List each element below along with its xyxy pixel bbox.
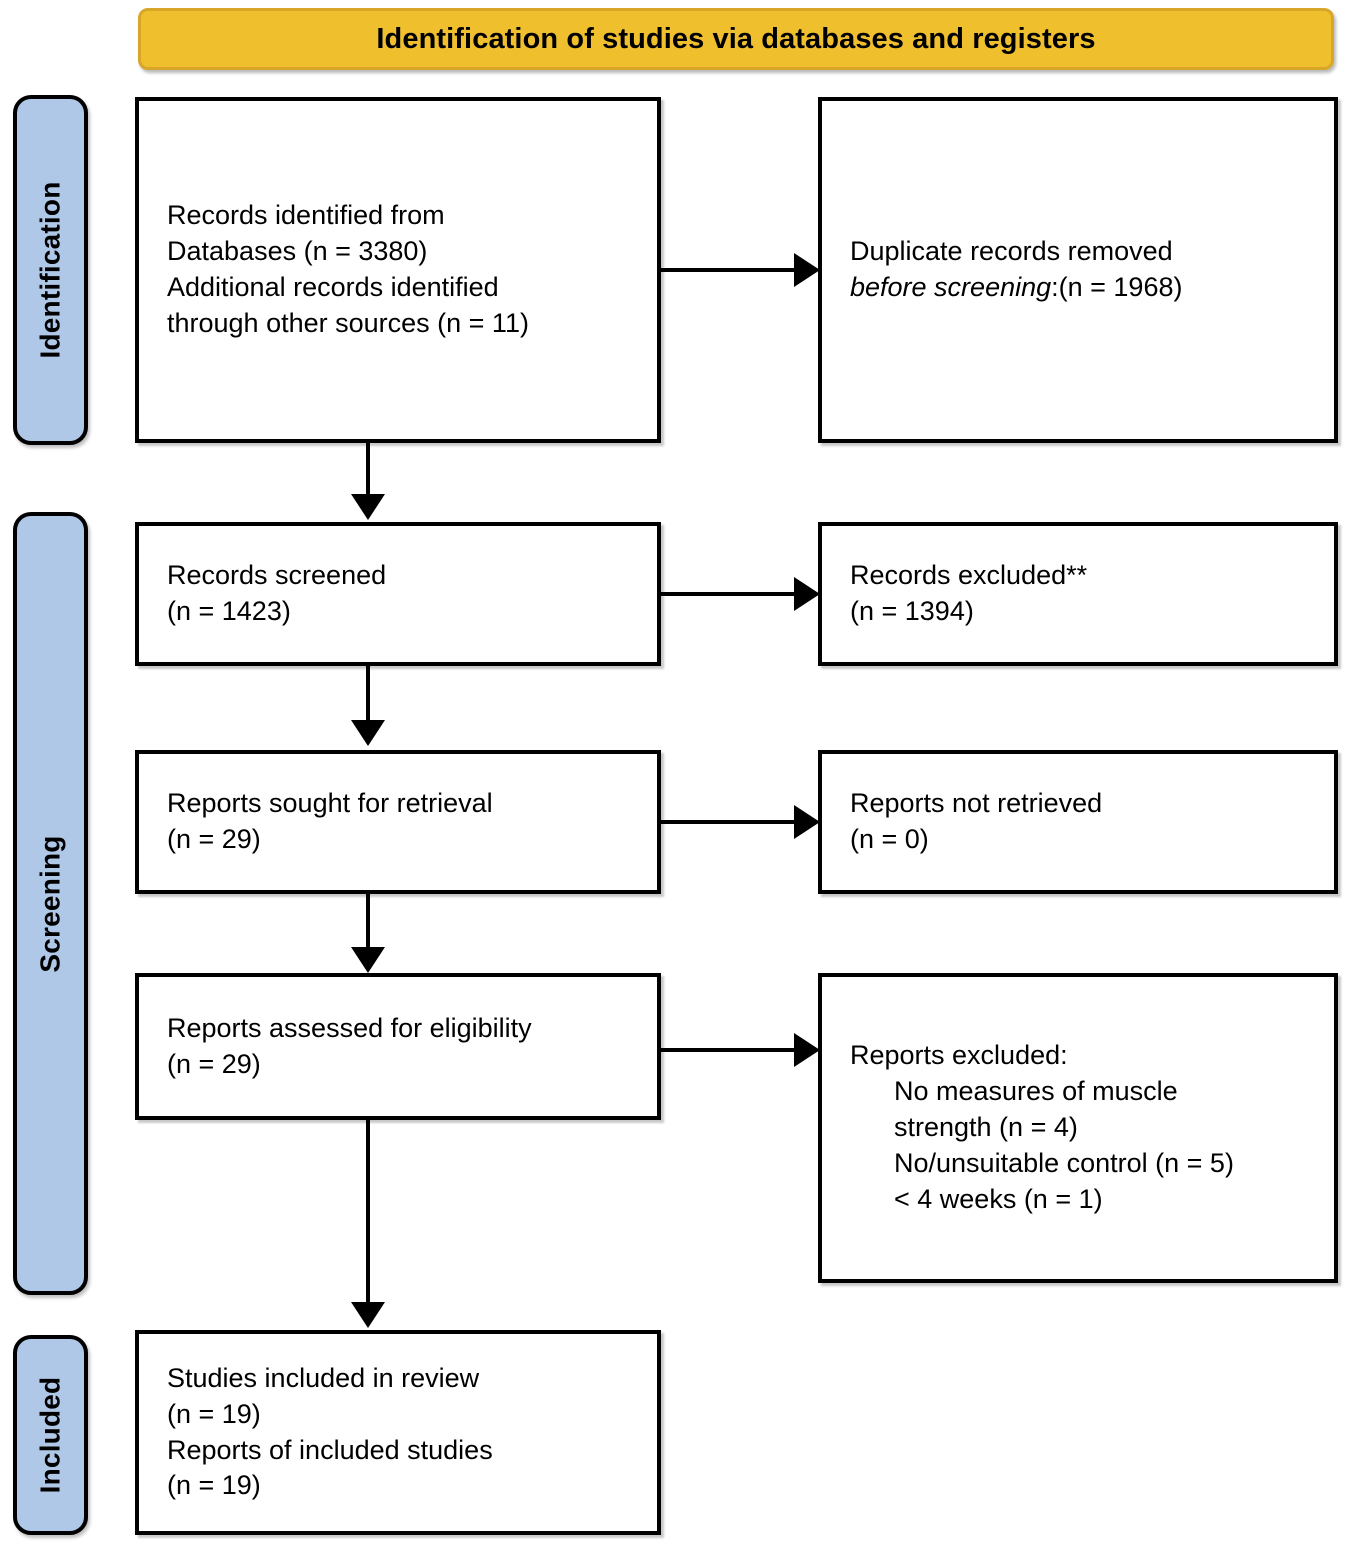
connector-assessed-to-included-line <box>366 1120 370 1305</box>
stage-label-identification: Identification <box>13 95 88 445</box>
reports-sought-line-2: (n = 29) <box>167 824 261 854</box>
records-identified-line-3: Additional records identified <box>167 272 499 302</box>
box-records-identified-text: Records identified from Databases (n = 3… <box>139 198 657 342</box>
box-reports-excluded-reasons: Reports excluded: No measures of muscle … <box>818 973 1338 1283</box>
records-identified-line-2: Databases (n = 3380) <box>167 236 428 267</box>
connector-sought-to-assessed-arrowhead <box>351 947 385 973</box>
reports-excluded-line-5: < 4 weeks (n = 1) <box>894 1183 1103 1214</box>
box-reports-not-retrieved: Reports not retrieved (n = 0) <box>818 750 1338 894</box>
diagram-title-banner: Identification of studies via databases … <box>138 8 1334 70</box>
connector-screened-to-excluded-line <box>661 592 798 596</box>
reports-excluded-line-1: Reports excluded: <box>850 1040 1068 1071</box>
connector-sought-to-assessed-line <box>366 894 370 950</box>
studies-included-line-1: Studies included in review <box>167 1362 480 1393</box>
records-identified-line-4: through other sources (n = 11) <box>167 307 529 338</box>
box-reports-assessed: Reports assessed for eligibility (n = 29… <box>135 973 661 1120</box>
stage-label-screening: Screening <box>13 512 88 1295</box>
reports-excluded-line-3: strength (n = 4) <box>894 1112 1078 1143</box>
reports-excluded-line-4: No/unsuitable control (n = 5) <box>894 1147 1234 1178</box>
box-reports-excluded-reasons-text: Reports excluded: No measures of muscle … <box>822 1038 1334 1218</box>
reports-not-retrieved-line-1: Reports not retrieved <box>850 788 1103 819</box>
stage-label-identification-text: Identification <box>34 181 66 359</box>
connector-screened-to-excluded-arrowhead <box>794 577 820 611</box>
box-reports-not-retrieved-text: Reports not retrieved (n = 0) <box>822 786 1334 858</box>
reports-assessed-line-1: Reports assessed for eligibility <box>167 1012 532 1043</box>
connector-sought-to-not-retrieved-line <box>661 820 798 824</box>
duplicates-line-2-rest: :(n = 1968) <box>1051 272 1183 302</box>
box-reports-sought: Reports sought for retrieval (n = 29) <box>135 750 661 894</box>
records-identified-line-1: Records identified from <box>167 200 445 231</box>
reports-excluded-line-2: No measures of muscle <box>894 1076 1178 1107</box>
studies-included-line-3: Reports of included studies <box>167 1434 493 1465</box>
box-reports-sought-text: Reports sought for retrieval (n = 29) <box>139 786 657 858</box>
box-duplicate-records-removed-text: Duplicate records removed before screeni… <box>822 234 1334 306</box>
connector-sought-to-not-retrieved-arrowhead <box>794 805 820 839</box>
reports-assessed-line-2: (n = 29) <box>167 1048 261 1079</box>
duplicates-line-2-italic: before screening <box>850 272 1052 302</box>
connector-assessed-to-excluded-line <box>661 1048 798 1052</box>
connector-identified-to-screened-arrowhead <box>351 494 385 520</box>
stage-label-included-text: Included <box>34 1376 66 1494</box>
reports-not-retrieved-line-2: (n = 0) <box>850 824 929 854</box>
box-records-screened: Records screened (n = 1423) <box>135 522 661 666</box>
box-duplicate-records-removed: Duplicate records removed before screeni… <box>818 97 1338 443</box>
box-records-identified: Records identified from Databases (n = 3… <box>135 97 661 443</box>
studies-included-line-2: (n = 19) <box>167 1398 261 1429</box>
duplicates-line-2: before screening:(n = 1968) <box>850 270 1334 306</box>
connector-assessed-to-included-arrowhead <box>351 1302 385 1328</box>
stage-label-screening-text: Screening <box>34 834 66 973</box>
records-screened-line-1: Records screened <box>167 560 387 591</box>
connector-identified-to-duplicates-arrowhead <box>794 253 820 287</box>
records-screened-line-2: (n = 1423) <box>167 596 291 626</box>
records-excluded-line-1: Records excluded** <box>850 560 1088 591</box>
stage-label-included: Included <box>13 1335 88 1535</box>
box-studies-included-text: Studies included in review (n = 19) Repo… <box>139 1361 657 1505</box>
connector-screened-to-sought-line <box>366 666 370 723</box>
duplicates-line-1: Duplicate records removed <box>850 236 1173 267</box>
box-records-excluded: Records excluded** (n = 1394) <box>818 522 1338 666</box>
box-records-excluded-text: Records excluded** (n = 1394) <box>822 558 1334 630</box>
box-reports-assessed-text: Reports assessed for eligibility (n = 29… <box>139 1011 657 1083</box>
records-excluded-line-2: (n = 1394) <box>850 596 974 626</box>
reports-sought-line-1: Reports sought for retrieval <box>167 788 493 819</box>
connector-identified-to-duplicates-line <box>661 268 798 272</box>
studies-included-line-4: (n = 19) <box>167 1470 261 1501</box>
connector-assessed-to-excluded-arrowhead <box>794 1033 820 1067</box>
connector-screened-to-sought-arrowhead <box>351 720 385 746</box>
box-studies-included: Studies included in review (n = 19) Repo… <box>135 1330 661 1535</box>
diagram-title: Identification of studies via databases … <box>376 22 1096 55</box>
connector-identified-to-screened-line <box>366 443 370 497</box>
box-records-screened-text: Records screened (n = 1423) <box>139 558 657 630</box>
